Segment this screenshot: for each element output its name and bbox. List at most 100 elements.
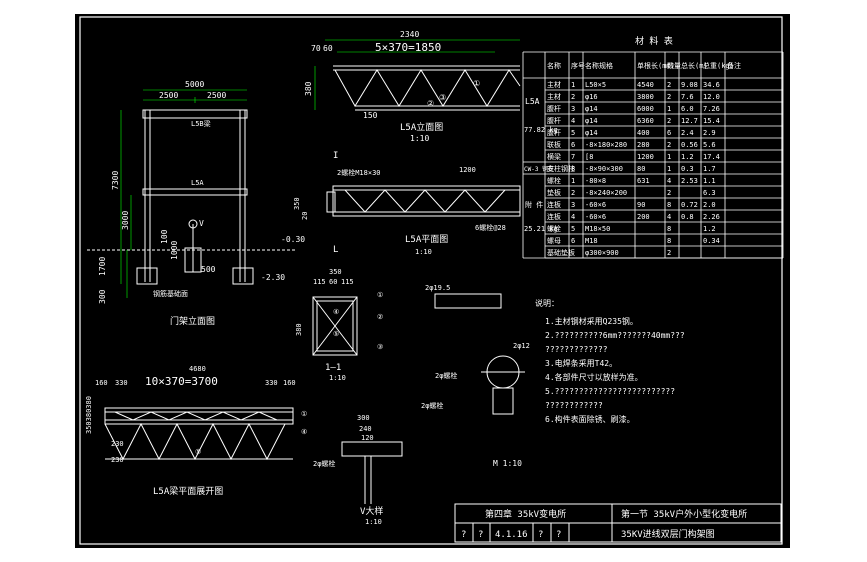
material-group1-label: L5A [525, 97, 540, 106]
truss-a-dim-70: 70 [311, 44, 321, 53]
bottom-d-spaces: 10×370=3700 [145, 375, 218, 388]
material-cell: -60×6 [585, 213, 606, 221]
material-table-title: 材 料 表 [635, 35, 673, 47]
material-cell: 主材 [547, 92, 561, 101]
material-cell: 4 [571, 213, 575, 221]
note-2: 2.??????????6mm???????40mm??? [545, 331, 685, 340]
material-cell: 8 [667, 237, 671, 245]
tb-drawing-no: 4.1.16 [495, 530, 528, 540]
frame-h-100: 100 [160, 229, 169, 244]
bottom-d-330a: 330 [115, 379, 128, 387]
frame-level-neg030: -0.30 [281, 235, 305, 244]
material-cell: -8×240×200 [585, 189, 627, 197]
material-cell: 3 [571, 201, 575, 209]
material-cell: 6 [571, 237, 575, 245]
frame-beam-label: L5B梁 [191, 119, 211, 128]
material-cell: 0.34 [703, 237, 720, 245]
material-cell: 3 [571, 105, 575, 113]
material-cell: 34.6 [703, 81, 720, 89]
section-title: 1—1 [325, 363, 341, 373]
material-cell: M18 [585, 237, 598, 245]
frame-labels: 5000 2500 2500 L5B梁 L5A 7300 3000 1700 3… [98, 80, 305, 327]
material-cell: 12.0 [703, 93, 720, 101]
clamp-labels: 2φ19.5 2φ12 2φ螺栓 2φ螺栓 M 1:10 [421, 284, 530, 468]
material-cell: 2.26 [703, 213, 720, 221]
material-cell: 7.26 [703, 105, 720, 113]
material-cell: φ14 [585, 105, 598, 113]
material-cell: 连板 [547, 200, 561, 209]
material-cell: 6.0 [681, 105, 694, 113]
material-cell: φ14 [585, 129, 598, 137]
frame-w-500: 500 [201, 265, 216, 274]
frame-height-base: 300 [98, 289, 107, 304]
material-cell: 4540 [637, 81, 654, 89]
material-cell: 2.53 [681, 177, 698, 185]
frame-base-label: 钢筋基础面 [153, 289, 188, 298]
material-cell: 6360 [637, 117, 654, 125]
material-cell: 1 [571, 81, 575, 89]
material-cell: 631 [637, 177, 650, 185]
truss-a-c3: ③ [439, 93, 446, 102]
material-header: 总长(m) [681, 61, 708, 70]
drawing-canvas: 5000 2500 2500 L5B梁 L5A 7300 3000 1700 3… [75, 14, 790, 548]
material-header: 数量 [667, 61, 681, 70]
tb-section: 第一节 35kV户外小型化变电所 [621, 508, 747, 520]
truss-plan [326, 185, 521, 217]
frame-height-total: 7300 [111, 171, 120, 190]
material-cell: 4 [571, 117, 575, 125]
truss-plan-labels: 2螺栓M18×30 1200 350 6螺栓@28 20 I L L5A平面图 … [293, 151, 506, 256]
bottom-c1: ① [301, 410, 307, 418]
material-cell: 15.4 [703, 117, 720, 125]
material-cell: 7.6 [681, 93, 694, 101]
bottom-title: L5A梁平面展开图 [153, 485, 223, 497]
material-cell: 400 [637, 129, 650, 137]
material-table: 名称序号名称规格单根长(mm)数量总长(m)总重(kg)备注L5A77.82 k… [522, 51, 784, 259]
section-c5: ⑤ [333, 330, 339, 338]
truss-plan-d5: 20 [301, 212, 309, 220]
bottom-d-total: 4680 [189, 365, 206, 373]
v-d-240: 240 [359, 425, 372, 433]
v-d-120: 120 [361, 434, 374, 442]
material-cell: 2 [571, 189, 575, 197]
v-d-weld: 2φ螺栓 [313, 459, 335, 468]
truss-a-c2: ② [427, 99, 434, 108]
frame-h-1000: 1000 [170, 241, 179, 260]
material-cell: 12.7 [681, 117, 698, 125]
tb-q1: ? [461, 530, 466, 540]
material-cell: 8 [667, 201, 671, 209]
bottom-d-330b: 330 [265, 379, 278, 387]
material-cell: M18×50 [585, 225, 610, 233]
material-cell: 2 [667, 189, 671, 197]
section-c2: ② [377, 313, 383, 321]
clamp-d-side1: 2φ螺栓 [435, 371, 457, 380]
v-detail [341, 441, 403, 504]
material-cell: 4 [667, 213, 671, 221]
section-d-60: 60 [329, 278, 337, 286]
notes: 说明： 1.主材钢材采用Q235钢。 2.??????????6mm??????… [535, 298, 685, 424]
material-cell: φ16 [585, 93, 598, 101]
material-group3-weight: 25.21 kg [524, 225, 558, 233]
truss-plan-d3: 350 [293, 197, 301, 210]
material-cell: 2 [667, 249, 671, 257]
material-cell: 1 [667, 153, 671, 161]
material-cell: 9.08 [681, 81, 698, 89]
material-cell: 280 [637, 141, 650, 149]
material-cell: 0.72 [681, 201, 698, 209]
material-header: 名称 [547, 61, 561, 70]
material-cell: 2 [667, 93, 671, 101]
truss-a-labels: 2340 5×370=1850 70 60 380 150 ① ② ③ L5A立… [304, 30, 480, 143]
note-8: 6.构件表面除锈、刷漆。 [545, 414, 635, 424]
material-cell: 6.3 [703, 189, 716, 197]
material-cell: 6 [667, 129, 671, 137]
frame-beam2-label: L5A [191, 179, 204, 187]
material-cell: L50×5 [585, 81, 606, 89]
material-cell: 1.1 [703, 177, 716, 185]
bottom-d-230a: 230 [111, 440, 124, 448]
tb-q2: ? [478, 530, 483, 540]
material-cell: 2 [667, 117, 671, 125]
material-cell: 80 [637, 165, 645, 173]
material-header: 备注 [727, 61, 741, 70]
frame-dims [120, 89, 247, 298]
note-6: 5.????????????????????????? [545, 387, 675, 396]
material-cell: 垫板 [547, 188, 561, 197]
